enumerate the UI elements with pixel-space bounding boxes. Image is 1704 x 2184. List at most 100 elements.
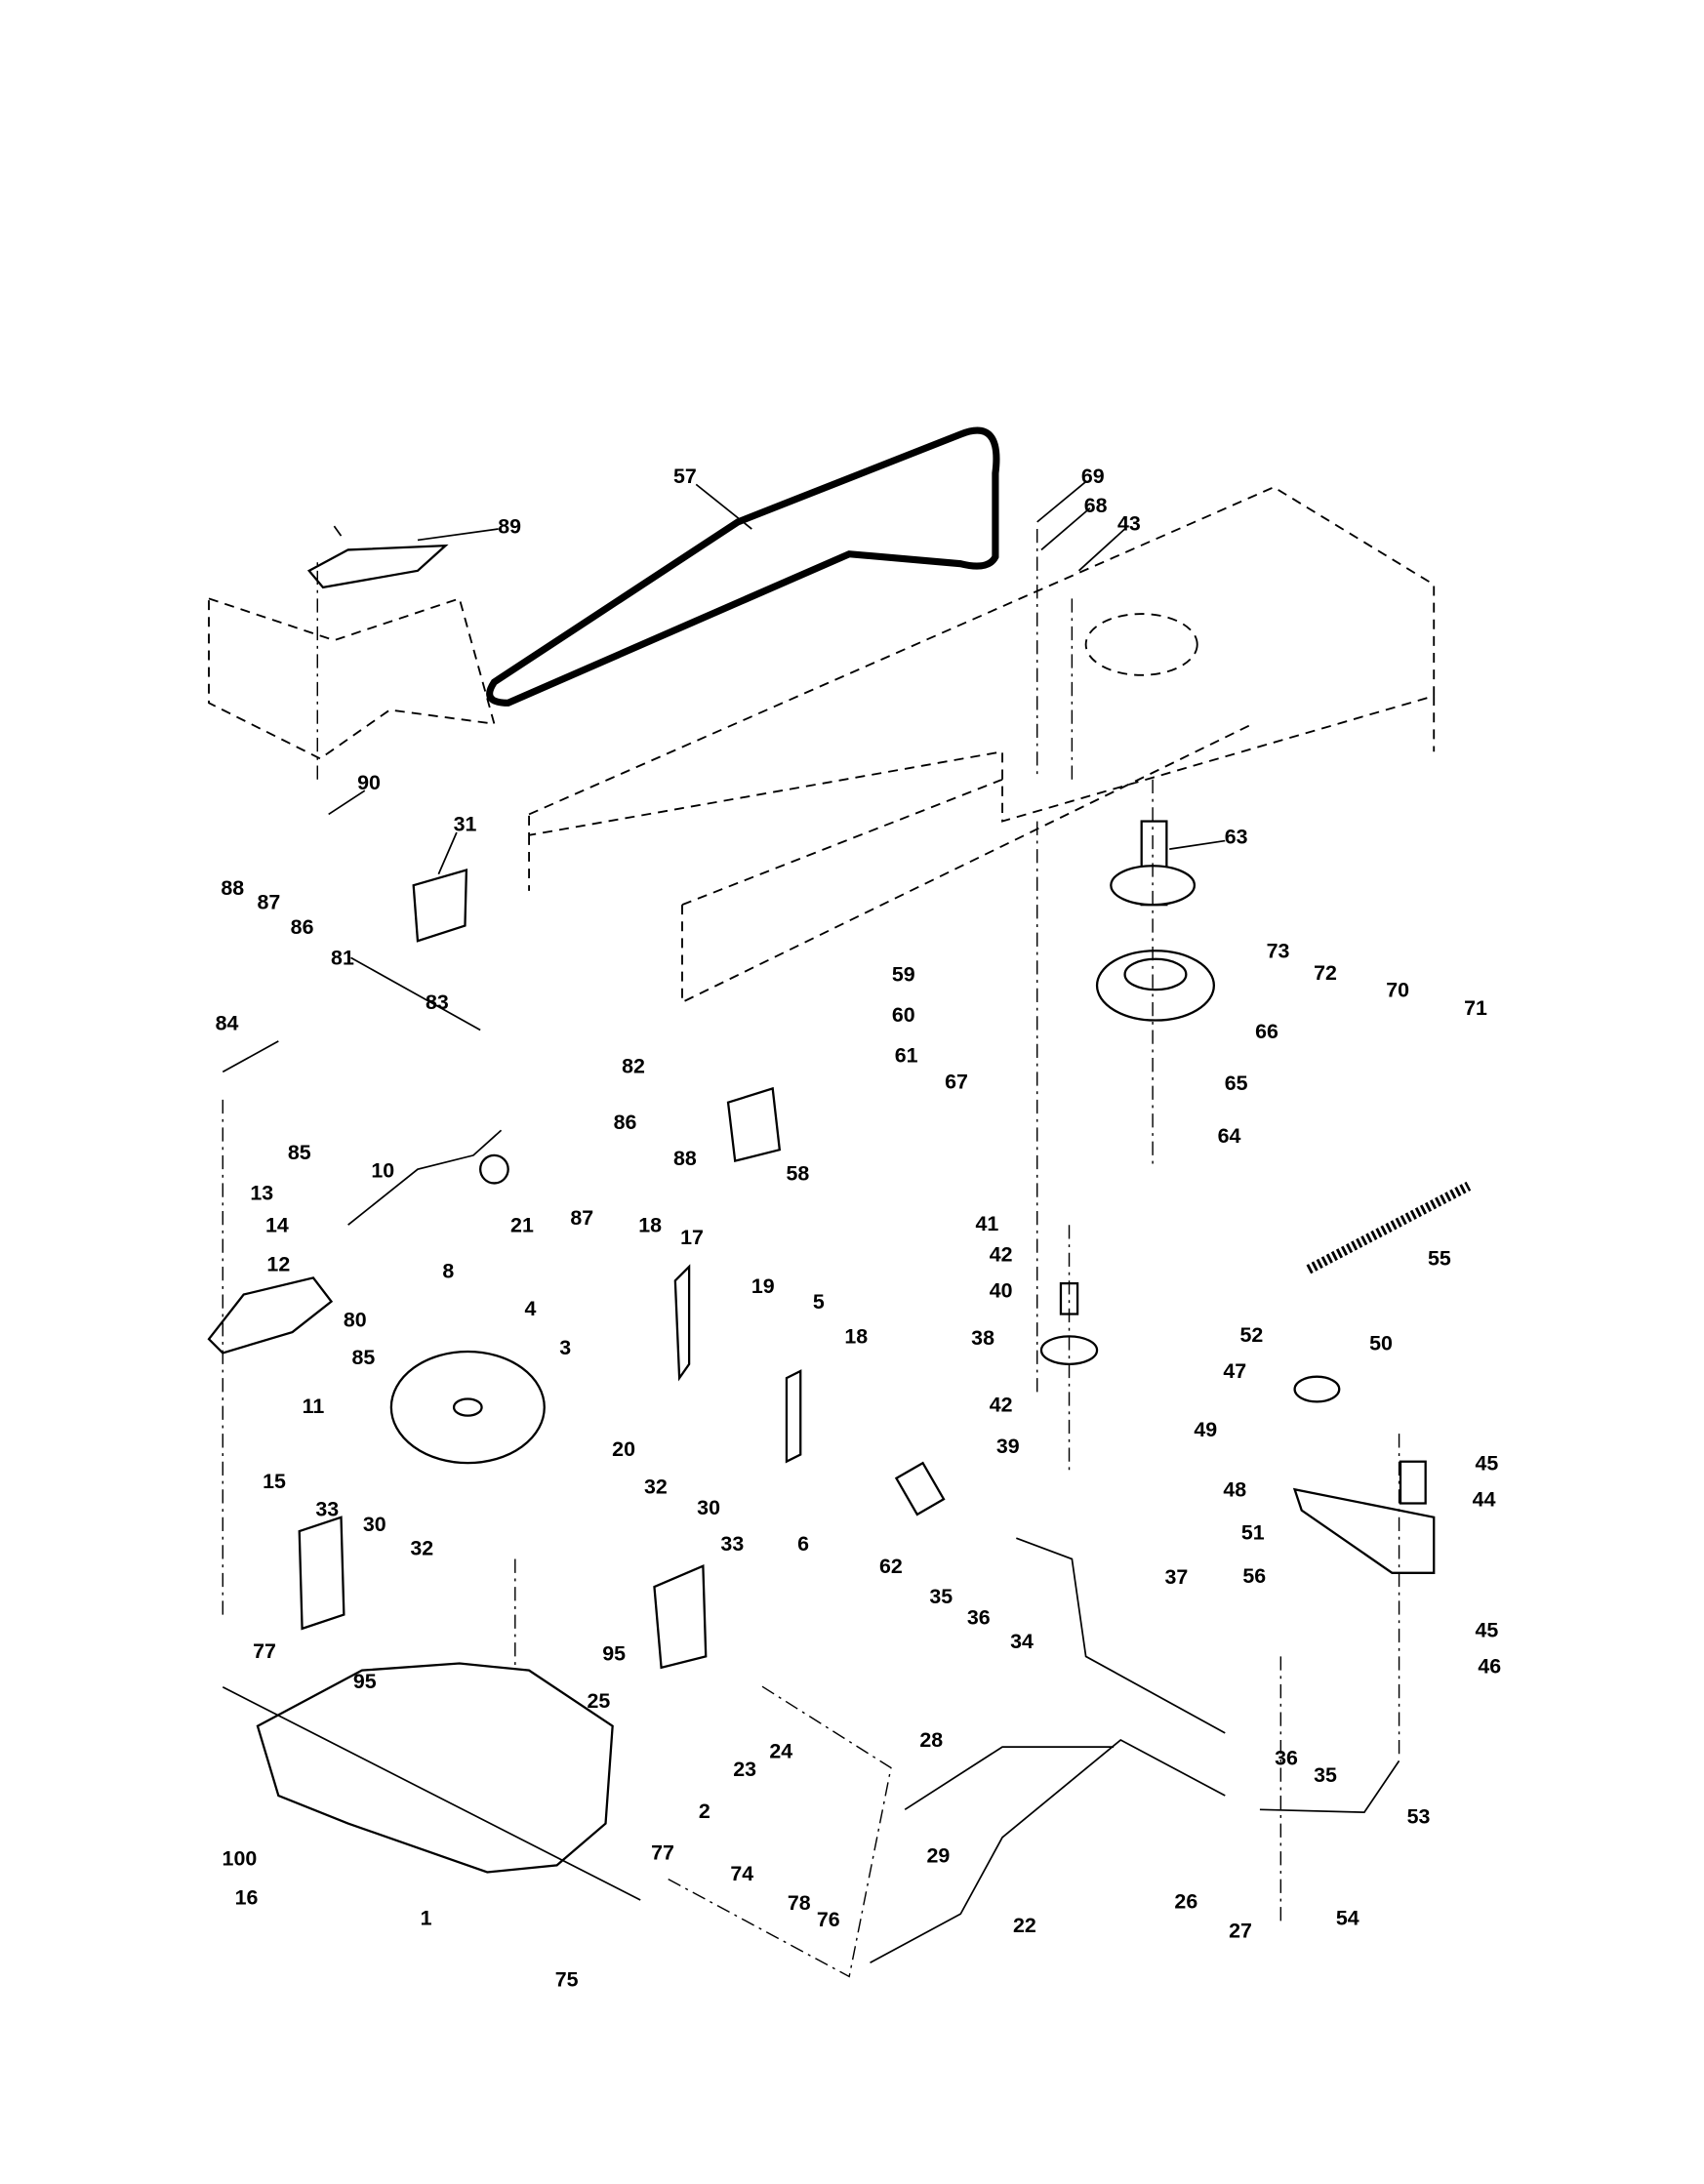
pulley-47 — [1293, 1375, 1341, 1403]
bracket-17 — [673, 1264, 691, 1382]
callout-number: 85 — [288, 1141, 311, 1164]
callout-number: 8 — [442, 1259, 454, 1282]
callout-number: 32 — [410, 1536, 433, 1559]
callout-number: 55 — [1428, 1247, 1451, 1271]
callout-number: 33 — [315, 1497, 339, 1520]
callout-number: 89 — [498, 514, 521, 538]
callout-number: 87 — [257, 890, 280, 913]
callout-number: 24 — [769, 1740, 792, 1763]
callout-number: 76 — [817, 1908, 840, 1931]
bushing-62 — [894, 1461, 946, 1517]
spring — [1306, 1181, 1472, 1274]
callout-number: 29 — [927, 1844, 951, 1868]
callout-number: 42 — [990, 1393, 1013, 1416]
callout-number: 95 — [353, 1670, 377, 1693]
callout-number: 35 — [929, 1585, 953, 1608]
callout-number: 82 — [622, 1055, 645, 1078]
callout-number: 30 — [697, 1496, 720, 1519]
frame-hole — [1084, 613, 1198, 676]
callout-number: 80 — [344, 1308, 367, 1331]
callout-number: 62 — [879, 1555, 903, 1578]
callout-number: 31 — [454, 813, 477, 836]
callout-number: 33 — [720, 1532, 744, 1556]
callout-number: 22 — [1013, 1914, 1036, 1937]
callout-number: 88 — [221, 876, 244, 900]
callout-number: 44 — [1473, 1487, 1496, 1511]
callout-number: 86 — [614, 1111, 637, 1134]
callout-number: 43 — [1117, 511, 1141, 535]
callout-number: 41 — [975, 1212, 998, 1235]
callout-number: 69 — [1081, 465, 1105, 488]
callout-number: 49 — [1194, 1418, 1217, 1441]
callout-number: 70 — [1386, 978, 1409, 1001]
callout-number: 28 — [919, 1728, 943, 1752]
callout-number: 59 — [892, 963, 915, 987]
diagram-artwork — [207, 426, 1472, 1978]
bracket-30-right — [653, 1563, 708, 1670]
callout-number: 30 — [363, 1513, 386, 1536]
callout-number: 36 — [967, 1606, 991, 1630]
callout-number: 53 — [1407, 1805, 1431, 1829]
callout-number: 21 — [510, 1213, 534, 1236]
callout-number: 19 — [751, 1274, 775, 1298]
callout-number: 86 — [291, 915, 314, 939]
callout-number: 47 — [1223, 1359, 1246, 1383]
callout-number: 13 — [250, 1182, 273, 1205]
callout-number: 85 — [351, 1346, 375, 1369]
callout-number: 2 — [699, 1800, 710, 1823]
callout-number: 56 — [1242, 1564, 1266, 1588]
callout-number: 66 — [1255, 1020, 1278, 1043]
callout-number: 20 — [612, 1437, 635, 1461]
callout-number: 60 — [892, 1003, 915, 1027]
callout-number: 23 — [733, 1758, 756, 1781]
callout-number: 17 — [680, 1226, 704, 1249]
frame-outline — [528, 486, 1436, 1004]
callout-number: 18 — [844, 1324, 868, 1348]
belt — [486, 426, 1000, 707]
rod-53 — [1259, 1759, 1400, 1814]
callout-number: 27 — [1229, 1920, 1252, 1943]
callout-number: 25 — [588, 1689, 611, 1713]
callout-number: 57 — [673, 465, 697, 488]
callout-number: 6 — [797, 1532, 809, 1556]
callout-number: 5 — [813, 1290, 825, 1314]
callout-number: 64 — [1218, 1124, 1241, 1148]
callout-number: 83 — [426, 991, 449, 1014]
callout-number: 78 — [788, 1891, 811, 1915]
center-lines — [222, 529, 1400, 1978]
callout-number: 67 — [945, 1070, 968, 1093]
callout-number: 35 — [1314, 1763, 1337, 1787]
callout-number: 71 — [1464, 996, 1487, 1020]
callout-number: 37 — [1164, 1565, 1188, 1589]
knob-21 — [479, 1153, 509, 1185]
plate — [306, 544, 449, 589]
callout-number: 46 — [1478, 1655, 1501, 1678]
callout-number: 73 — [1267, 939, 1290, 962]
callout-number: 51 — [1241, 1521, 1265, 1545]
callout-number: 77 — [651, 1841, 674, 1865]
callout-number: 61 — [895, 1043, 918, 1067]
brake-rod — [904, 1537, 1226, 1811]
callout-number: 11 — [303, 1395, 325, 1418]
callout-number: 75 — [555, 1967, 579, 1991]
callout-number: 81 — [331, 946, 354, 969]
callout-number: 12 — [266, 1252, 290, 1275]
callout-number: 88 — [673, 1147, 697, 1170]
callout-number: 36 — [1275, 1747, 1298, 1770]
callout-number: 42 — [990, 1242, 1013, 1266]
callout-number: 16 — [235, 1885, 259, 1909]
callout-number: 39 — [996, 1435, 1020, 1458]
callout-number: 90 — [357, 771, 381, 794]
callout-number: 50 — [1369, 1332, 1393, 1355]
bracket-30-left — [298, 1516, 345, 1631]
callout-number: 3 — [559, 1336, 571, 1359]
callout-number: 1 — [421, 1907, 432, 1930]
callout-number: 54 — [1336, 1907, 1359, 1930]
callout-number: 65 — [1225, 1072, 1248, 1095]
callout-number: 63 — [1225, 825, 1248, 848]
idler-pulley-inner — [1123, 957, 1188, 991]
bushing-44 — [1399, 1460, 1427, 1505]
callout-number: 32 — [644, 1476, 668, 1499]
callout-number: 10 — [371, 1159, 394, 1183]
